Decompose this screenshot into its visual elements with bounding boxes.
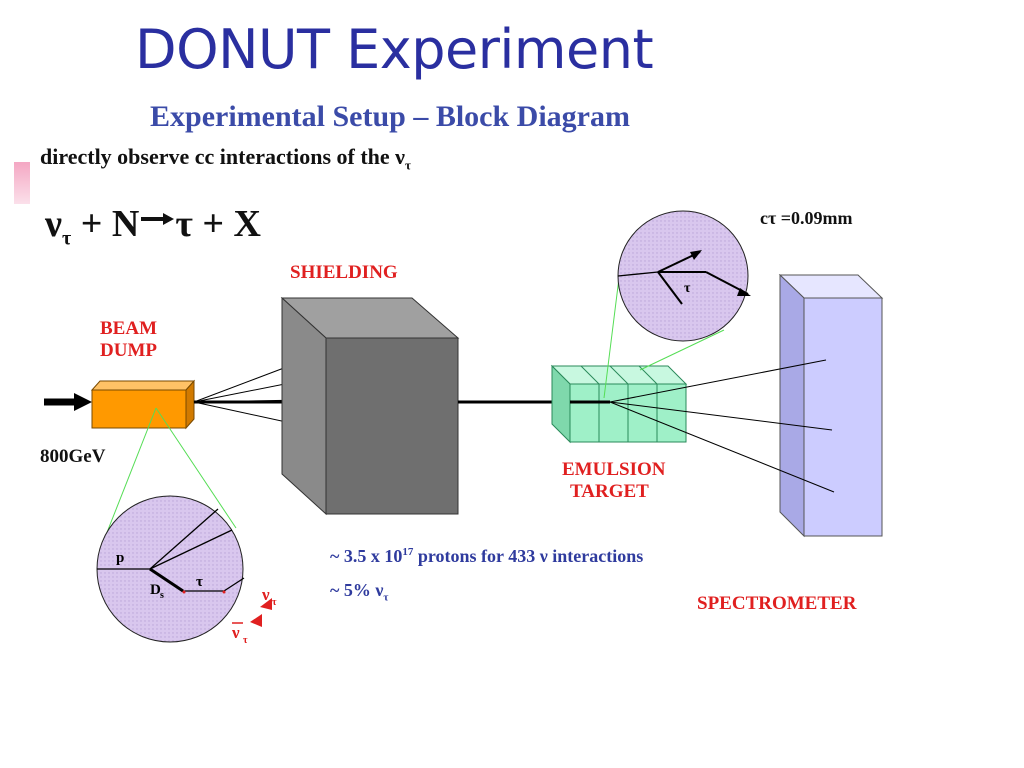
emulsion-label-line1: EMULSION [562, 459, 666, 480]
emulsion-label-line2: TARGET [570, 481, 649, 502]
reaction-equation: ντ + N τ + X [45, 202, 261, 251]
protons-note-exp: 17 [402, 546, 414, 558]
protons-note: ~ 3.5 x 1017 protons for 433 ν interacti… [330, 546, 643, 567]
protons-note-suffix: protons for 433 ν interactions [413, 546, 644, 566]
intro-text: directly observe cc interactions of the … [40, 144, 411, 173]
tau-fraction-note: ~ 5% ντ [330, 580, 388, 604]
beam-dump-block [90, 379, 196, 430]
beam-dump-label-line2: DUMP [100, 340, 157, 361]
reaction-nu-sub: τ [61, 227, 72, 250]
zoom-circle [617, 210, 749, 342]
slide-subtitle: Experimental Setup – Block Diagram [150, 100, 630, 133]
zoom-label-nu-tau-sub: τ [272, 597, 277, 608]
spectrometer-label: SPECTROMETER [697, 593, 857, 614]
zoom-label-tau-lower: τ [196, 574, 203, 590]
ds-production-zoom: p D s τ ν τ ν τ [96, 407, 277, 646]
emulsion-target-block [550, 364, 688, 444]
zoom-label-ds: D [150, 582, 161, 598]
tau-decay-zoom: τ [603, 210, 751, 399]
bullet-accent-bar [14, 162, 30, 204]
beam-dump-label-line1: BEAM [100, 318, 157, 339]
energy-label: 800GeV [40, 446, 106, 467]
nu-tau-marker-icon [260, 598, 272, 610]
zoom-label-nu-tau: ν [261, 585, 270, 604]
beam-arrow-icon [44, 393, 92, 411]
spectrometer-tracks [609, 359, 835, 493]
zoom-link-line [603, 269, 621, 399]
tau-fraction-sub: τ [383, 591, 389, 604]
emulsion-target-label: EMULSION TARGET [562, 459, 665, 503]
zoom-label-ds-sub: s [160, 590, 164, 601]
reaction-nu: ν [45, 203, 62, 245]
zoom-link-line [155, 407, 237, 529]
protons-note-prefix: ~ 3.5 x 10 [330, 546, 403, 566]
slide-title: DONUT Experiment [135, 18, 654, 81]
tau-fraction-prefix: ~ 5% ν [330, 580, 384, 600]
intro-text-main: directly observe cc interactions of the … [40, 144, 405, 169]
zoom-label-tau-upper: τ [684, 281, 691, 296]
zoom-label-p: p [116, 550, 124, 566]
nubar-tau-marker-icon [250, 614, 262, 627]
spectrometer-block [778, 273, 884, 538]
reaction-arrow-icon [139, 192, 175, 236]
zoom-label-nubar-tau-sub: τ [243, 635, 248, 646]
reaction-plus-n: + N [71, 203, 140, 245]
zoom-label-nubar-tau: ν [231, 623, 240, 642]
shielding-block [280, 296, 460, 516]
intro-text-sub: τ [405, 157, 411, 173]
zoom-link-line [639, 329, 725, 371]
shielding-label: SHIELDING [290, 262, 398, 283]
zoom-link-line [103, 407, 157, 541]
beam-dump-label: BEAM DUMP [100, 318, 157, 362]
ctau-label: cτ =0.09mm [760, 208, 853, 228]
reaction-rhs: τ + X [175, 203, 261, 245]
